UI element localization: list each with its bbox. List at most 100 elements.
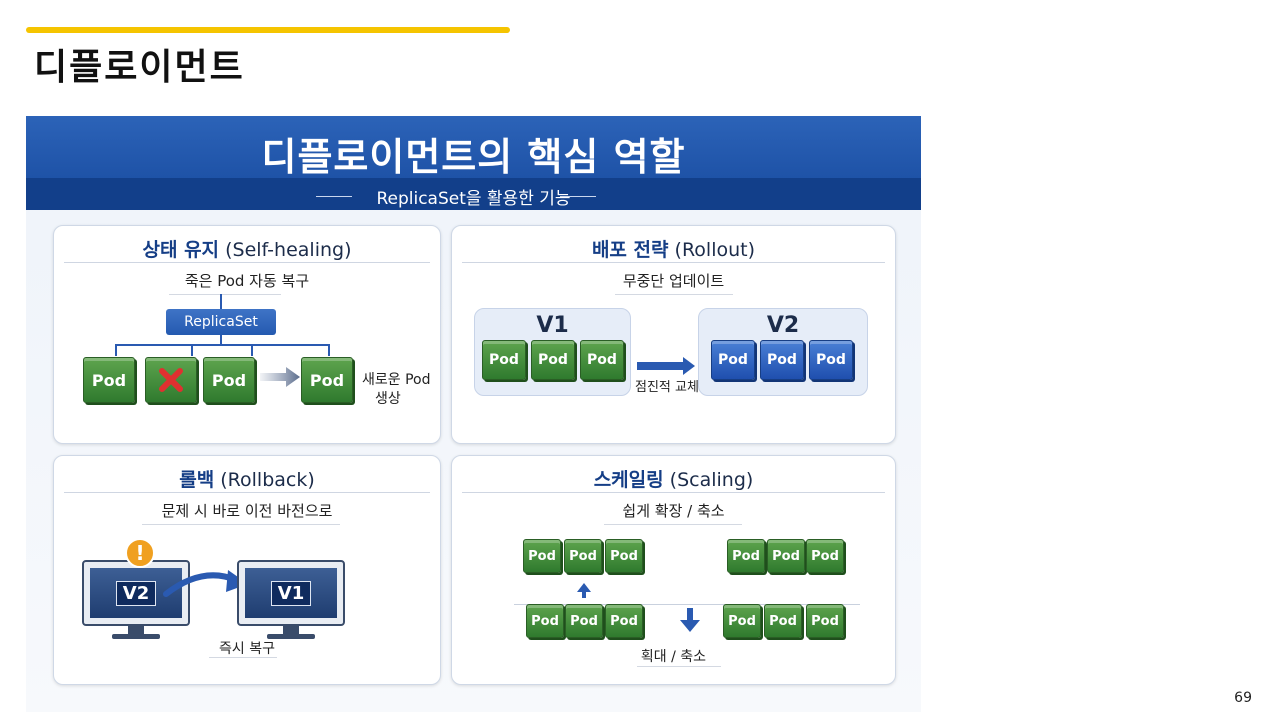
version-group-v1: V1 Pod Pod Pod <box>474 308 631 396</box>
arrow-down-icon-shaft <box>687 608 693 620</box>
slide-title: 디플로이먼트 <box>34 47 245 88</box>
monitor-base <box>112 634 160 639</box>
panel-title: 배포 전략 (Rollout) <box>452 235 895 262</box>
warning-icon: ! <box>125 538 155 568</box>
subtitle-underline <box>615 294 733 295</box>
connector-line <box>220 294 222 309</box>
pod: Pod <box>723 604 761 638</box>
monitor-screen: V1 <box>245 568 337 618</box>
connector-line <box>191 344 193 356</box>
pod: Pod <box>727 539 765 573</box>
deployment-infographic: 디플로이먼트의 핵심 역할 ReplicaSet을 활용한 기능 상태 유지 (… <box>26 116 921 712</box>
arrow-up-icon-shaft <box>582 592 586 598</box>
arrow-right-icon <box>260 367 300 387</box>
pod: Pod <box>531 340 575 380</box>
monitor-stand <box>128 626 144 634</box>
connector-line <box>115 344 117 356</box>
new-pod: Pod <box>301 357 353 403</box>
version-label-v2: V2 <box>766 313 800 338</box>
subtitle-underline <box>169 294 281 295</box>
panel-subtitle: 쉽게 확장 / 축소 <box>622 502 725 520</box>
pod: Pod <box>605 604 643 638</box>
pod: Pod <box>806 539 844 573</box>
pod: Pod <box>767 539 805 573</box>
pod: Pod <box>760 340 804 380</box>
banner-divider-right <box>560 196 596 197</box>
version-label-v1: V1 <box>536 313 569 338</box>
panel-title-ko: 롤백 <box>179 469 215 491</box>
divider <box>514 604 860 605</box>
banner-title: 디플로이먼트의 핵심 역할 <box>261 135 686 179</box>
panel-subtitle: 문제 시 바로 이전 바전으로 <box>161 502 333 520</box>
connector-line <box>115 344 330 346</box>
monitor-screen: V2 <box>90 568 182 618</box>
banner-subtitle-strip <box>26 178 921 210</box>
panel-title: 상태 유지 (Self-healing) <box>54 235 440 262</box>
version-tag: V2 <box>115 580 157 606</box>
arrow-up-icon <box>577 583 591 592</box>
version-group-v2: V2 Pod Pod Pod <box>698 308 868 396</box>
panel-subtitle: 무중단 업데이트 <box>622 272 725 290</box>
pod: Pod <box>564 539 602 573</box>
arrow-right-icon-head <box>683 357 695 375</box>
panel-rollback: 롤백 (Rollback) 문제 시 바로 이전 바전으로 V2 ! V1 즉시… <box>53 455 441 685</box>
x-mark-icon <box>159 368 183 392</box>
page-number: 69 <box>1234 690 1252 706</box>
pod: Pod <box>523 539 561 573</box>
new-pod-label: 새로운 Pod <box>362 372 431 388</box>
pod: Pod <box>711 340 755 380</box>
failed-pod <box>145 357 197 403</box>
divider <box>462 492 885 493</box>
panel-rollout: 배포 전략 (Rollout) 무중단 업데이트 V1 Pod Pod Pod … <box>451 225 896 444</box>
infographic-banner: 디플로이먼트의 핵심 역할 ReplicaSet을 활용한 기능 <box>26 116 921 210</box>
monitor-stand <box>283 626 299 634</box>
pod: Pod <box>764 604 802 638</box>
panel-title-en: (Rollback) <box>220 469 315 491</box>
monitor-current: V2 <box>82 560 190 640</box>
new-pod-label-line2: 생상 <box>375 391 401 407</box>
pod: Pod <box>806 604 844 638</box>
connector-line <box>251 344 253 356</box>
banner-subtitle: ReplicaSet을 활용한 기능 <box>376 189 571 209</box>
scaling-caption: 획대 / 축소 <box>640 649 707 665</box>
pod: Pod <box>580 340 624 380</box>
subtitle-underline <box>604 524 742 525</box>
panel-title: 스케일링 (Scaling) <box>452 465 895 492</box>
monitor-base <box>267 634 315 639</box>
panel-title: 롤백 (Rollback) <box>54 465 440 492</box>
panel-scaling: 스케일링 (Scaling) 쉽게 확장 / 축소 Pod Pod Pod Po… <box>451 455 896 685</box>
monitor-previous: V1 <box>237 560 345 640</box>
panel-title-en: (Rollout) <box>674 239 756 261</box>
banner-divider-left <box>316 196 352 197</box>
monitor-frame: V1 <box>237 560 345 626</box>
rollout-caption: 점진적 교체 <box>635 380 699 395</box>
rollback-caption: 즉시 복구 <box>219 641 275 657</box>
pod: Pod <box>203 357 255 403</box>
replicaset-box: ReplicaSet <box>166 309 276 335</box>
accent-bar <box>26 27 510 33</box>
arrow-down-icon <box>680 620 700 632</box>
pod: Pod <box>526 604 564 638</box>
panel-title-ko: 상태 유지 <box>142 239 220 261</box>
monitor-frame: V2 <box>82 560 190 626</box>
connector-line <box>220 335 222 345</box>
panel-title-ko: 스케일링 <box>593 469 664 491</box>
divider <box>462 262 885 263</box>
pod: Pod <box>809 340 853 380</box>
divider <box>64 492 430 493</box>
panel-self-healing: 상태 유지 (Self-healing) 죽은 Pod 자동 복구 Replic… <box>53 225 441 444</box>
pod: Pod <box>605 539 643 573</box>
connector-line <box>328 344 330 356</box>
panel-title-ko: 배포 전략 <box>591 239 669 261</box>
pod: Pod <box>83 357 135 403</box>
panel-title-en: (Scaling) <box>669 469 754 491</box>
caption-underline <box>637 666 721 667</box>
caption-underline <box>209 657 277 658</box>
version-tag: V1 <box>270 580 312 606</box>
pod: Pod <box>565 604 603 638</box>
arrow-right-icon <box>637 362 683 370</box>
divider <box>64 262 430 263</box>
pod: Pod <box>482 340 526 380</box>
panel-subtitle: 죽은 Pod 자동 복구 <box>184 272 310 290</box>
subtitle-underline <box>142 524 340 525</box>
